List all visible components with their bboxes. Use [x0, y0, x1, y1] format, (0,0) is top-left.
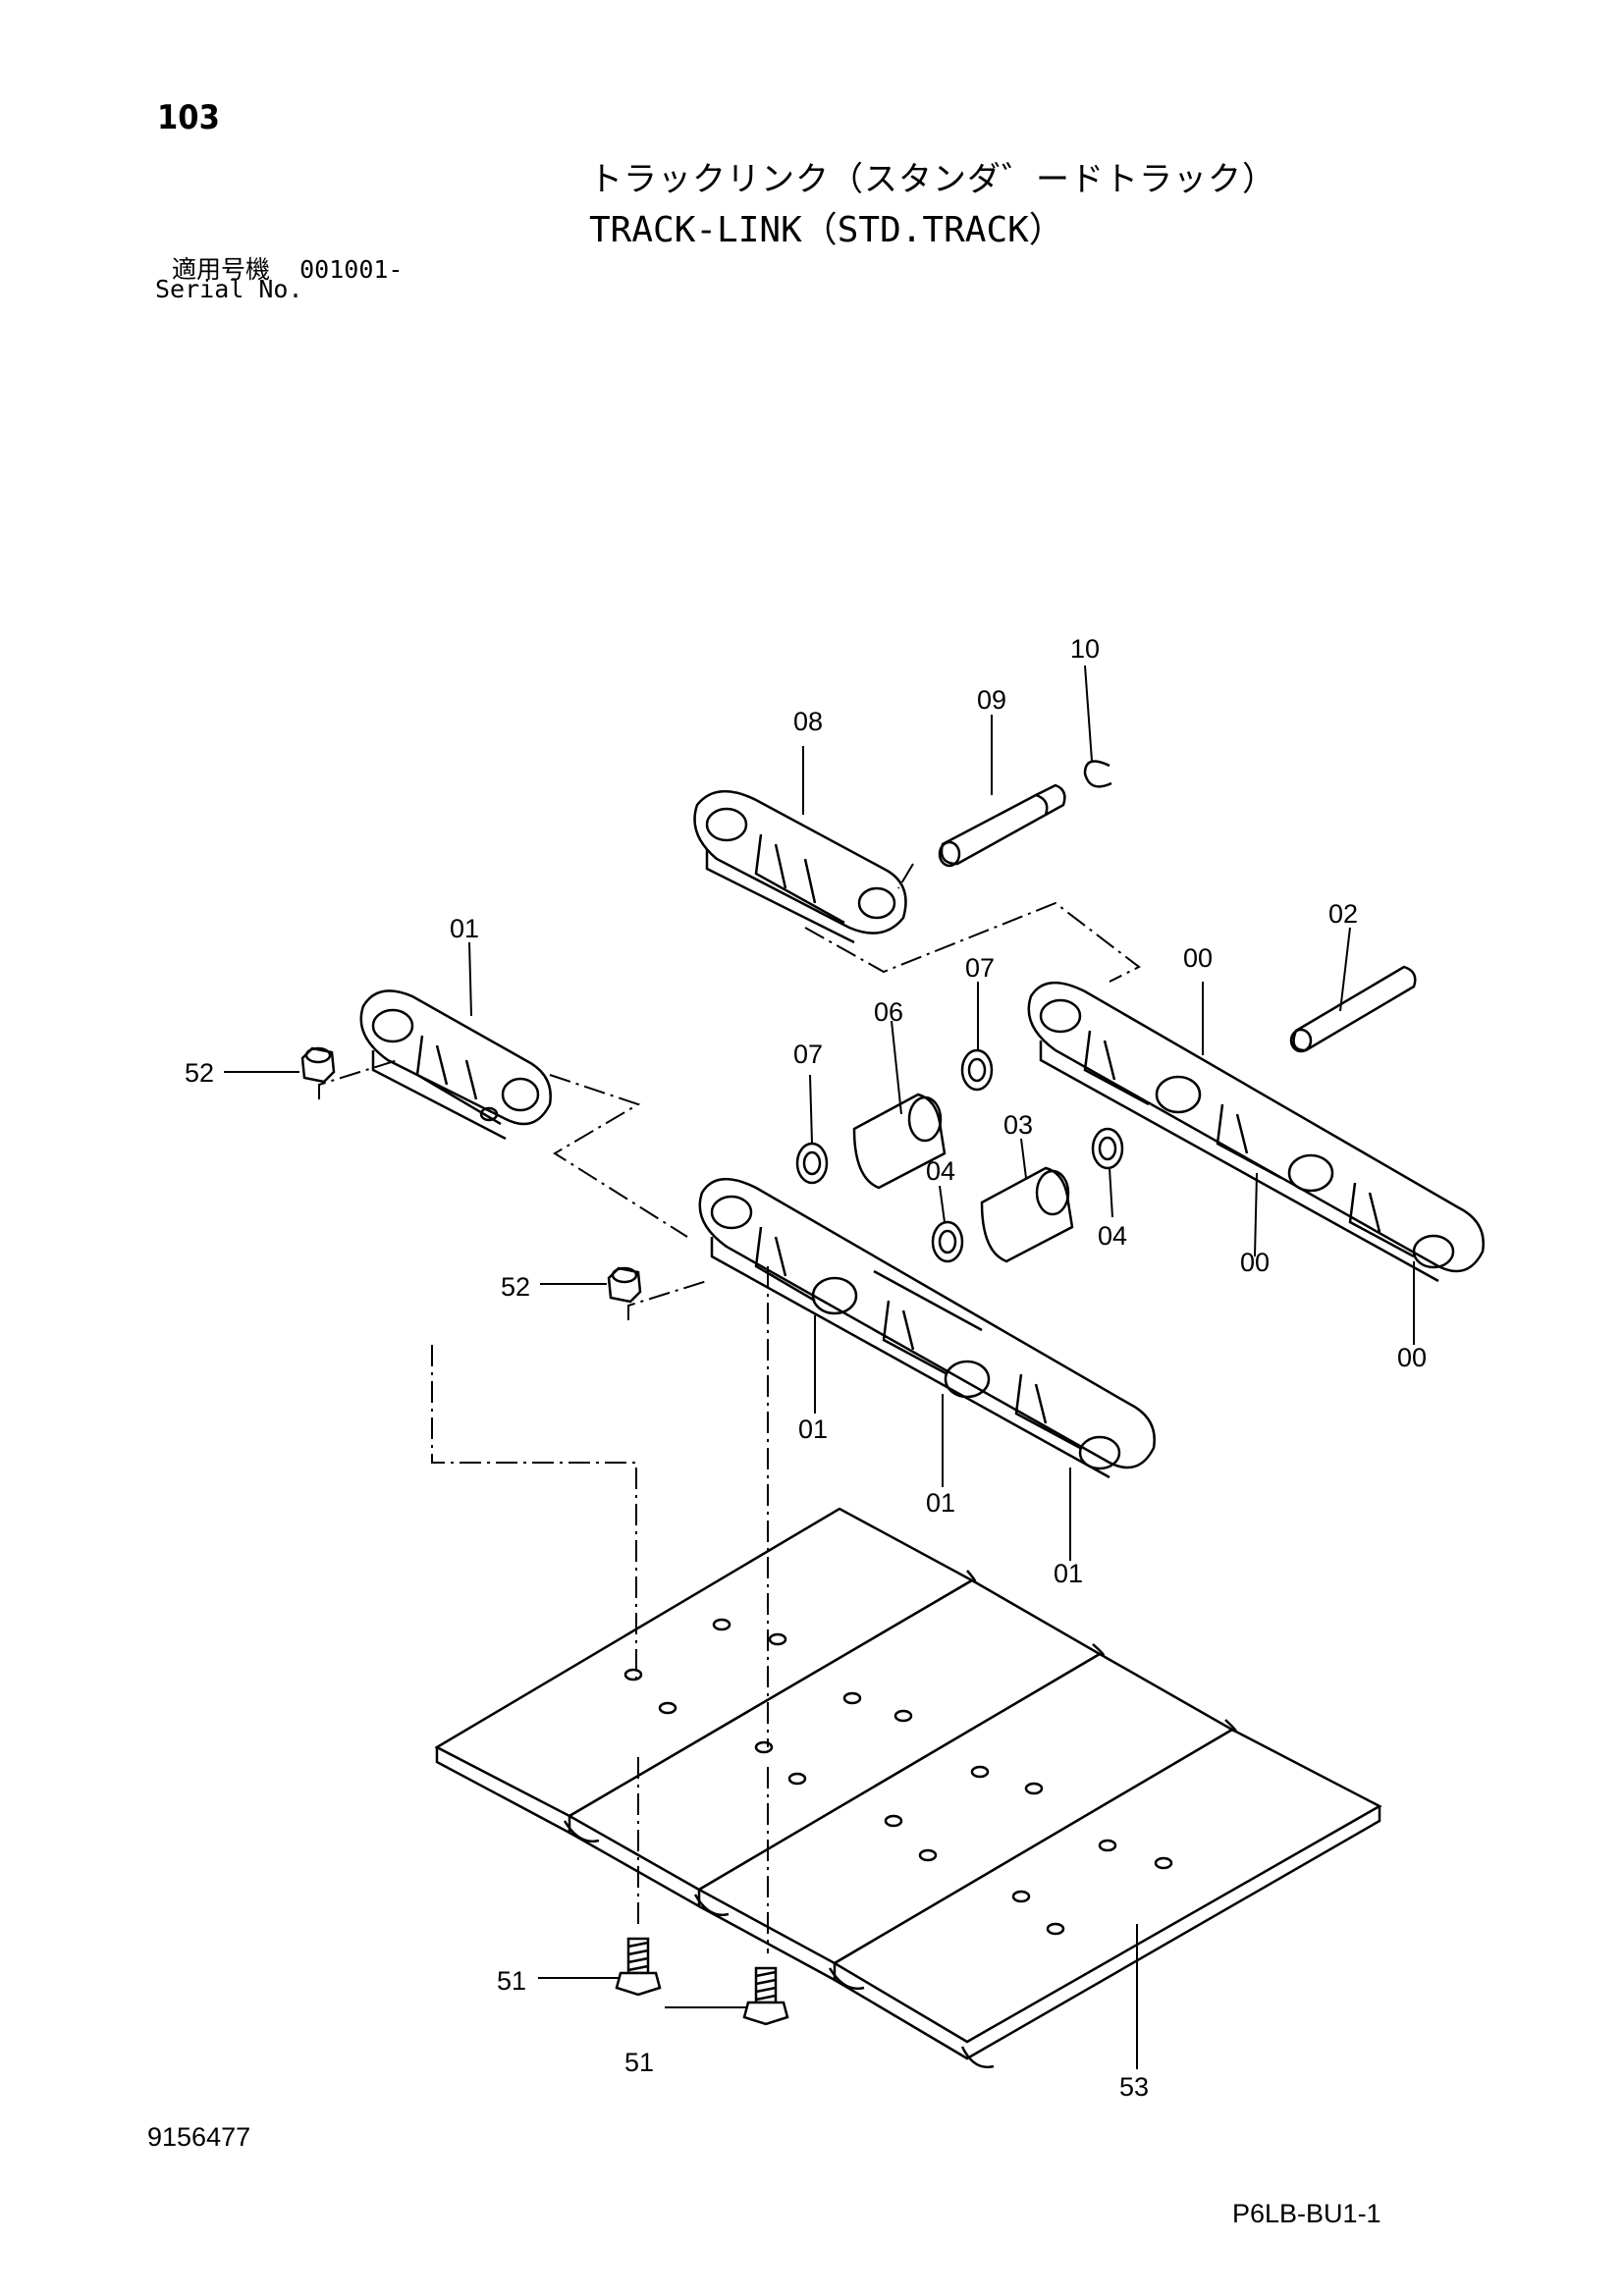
label-part-00-c: 00 [1397, 1343, 1427, 1372]
track-link-chain-01 [698, 1177, 1156, 1479]
label-part-07-a: 07 [793, 1040, 823, 1069]
page-title-english: TRACK-LINK（STD.TRACK） [589, 210, 1064, 250]
page-title-japanese: トラックリンク（スタンダ゛ードトラック） [589, 160, 1276, 199]
master-pin-09 [938, 783, 1066, 868]
drawing-code: P6LB-BU1-1 [1232, 2199, 1381, 2228]
label-part-06: 06 [874, 997, 903, 1027]
nut-52-lower [607, 1266, 642, 1304]
label-part-04-b: 04 [1098, 1221, 1127, 1251]
master-link-08 [693, 789, 907, 944]
track-shoe-plates [434, 1507, 1382, 2069]
seal-07-rear [960, 1048, 994, 1092]
label-part-01-top: 01 [450, 914, 479, 943]
label-part-00-a: 00 [1183, 943, 1213, 973]
label-part-10: 10 [1070, 634, 1100, 664]
part-labels: 10 09 08 02 00 01 07 06 07 52 03 04 04 0… [185, 634, 1427, 2102]
label-part-04-a: 04 [926, 1156, 955, 1186]
label-part-07-b: 07 [965, 953, 995, 983]
bolt-51-right [742, 1966, 789, 2026]
label-part-01-b: 01 [926, 1488, 955, 1518]
track-pin-02 [1289, 965, 1417, 1053]
serial-value: 001001- [299, 255, 404, 284]
label-part-01-c: 01 [1054, 1559, 1083, 1588]
seal-04-rear [1091, 1127, 1124, 1170]
label-part-51-b: 51 [624, 2048, 654, 2077]
serial-range: 適用号機 001001- [172, 250, 403, 286]
seal-04-front [931, 1220, 964, 1263]
serial-label-english: Serial No. [155, 275, 303, 303]
label-part-52-b: 52 [501, 1272, 530, 1302]
track-link-01-single [359, 989, 552, 1141]
label-part-53: 53 [1119, 2072, 1149, 2102]
document-number: 9156477 [147, 2122, 251, 2152]
nut-52-upper [300, 1046, 336, 1084]
track-link-chain-00 [1027, 981, 1485, 1283]
snap-ring-10 [1083, 760, 1112, 788]
label-part-01-a: 01 [798, 1415, 828, 1444]
label-part-51-a: 51 [497, 1966, 526, 1996]
seal-07-front [795, 1142, 829, 1185]
label-part-02: 02 [1328, 899, 1358, 929]
bushing-03 [980, 1166, 1074, 1263]
serial-label-japanese: 適用号機 [172, 255, 271, 284]
label-part-52-a: 52 [185, 1058, 214, 1088]
label-part-08: 08 [793, 707, 823, 736]
bolt-51-left [615, 1937, 662, 1997]
page-number: 103 [157, 98, 220, 137]
label-part-09: 09 [977, 685, 1006, 715]
bushing-06 [852, 1093, 947, 1190]
label-part-03: 03 [1003, 1110, 1033, 1140]
label-part-00-b: 00 [1240, 1248, 1270, 1277]
